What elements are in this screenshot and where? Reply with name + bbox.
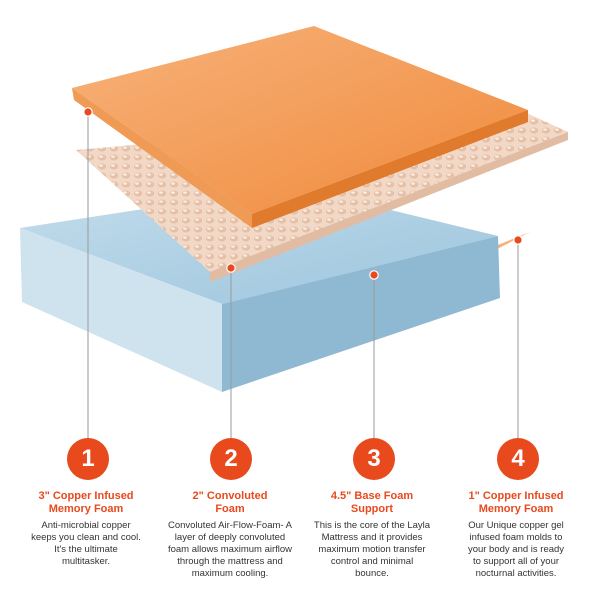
layer-number-badge-1: 1 xyxy=(67,438,109,480)
layer-title-4: 1" Copper Infused Memory Foam xyxy=(468,490,564,515)
layer-description-3: This is the core of the Layla Mattress a… xyxy=(313,520,431,579)
layer-number-badge-2: 2 xyxy=(210,438,252,480)
layer-description-2: Convoluted Air-Flow-Foam- A layer of dee… xyxy=(167,520,293,579)
mattress-layers-illustration xyxy=(20,26,568,440)
layer-title-2: 2" Convoluted Foam xyxy=(192,490,268,515)
layer-title-3: 4.5" Base Foam Support xyxy=(330,490,414,515)
marker-dot-2 xyxy=(226,263,236,273)
layer-top-copper-foam xyxy=(72,26,528,228)
marker-dot-4 xyxy=(513,235,523,245)
layer-title-1: 3" Copper Infused Memory Foam xyxy=(38,490,134,515)
layer-number-badge-4: 4 xyxy=(497,438,539,480)
marker-dot-1 xyxy=(83,107,93,117)
layer-number-badge-3: 3 xyxy=(353,438,395,480)
marker-dot-3 xyxy=(369,270,379,280)
layer-description-1: Anti-microbial copper keeps you clean an… xyxy=(31,520,141,567)
layer-description-4: Our Unique copper gel infused foam molds… xyxy=(467,520,565,579)
